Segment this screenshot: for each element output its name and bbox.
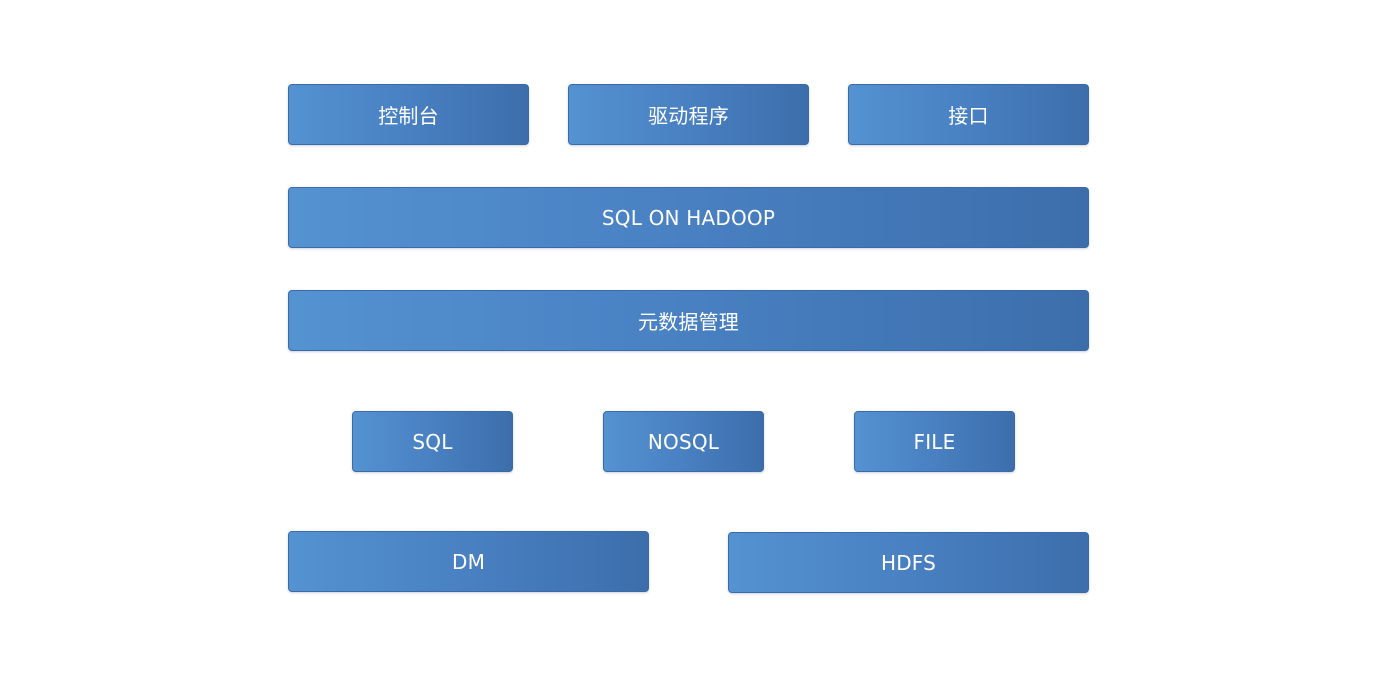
nosql-block: NOSQL [603,411,764,472]
hdfs-block: HDFS [728,532,1089,593]
interface-block: 接口 [848,84,1089,145]
console-block: 控制台 [288,84,529,145]
driver-block: 驱动程序 [568,84,809,145]
metadata-management-block: 元数据管理 [288,290,1089,351]
file-block: FILE [854,411,1015,472]
dm-block: DM [288,531,649,592]
sql-block: SQL [352,411,513,472]
sql-on-hadoop-block: SQL ON HADOOP [288,187,1089,248]
